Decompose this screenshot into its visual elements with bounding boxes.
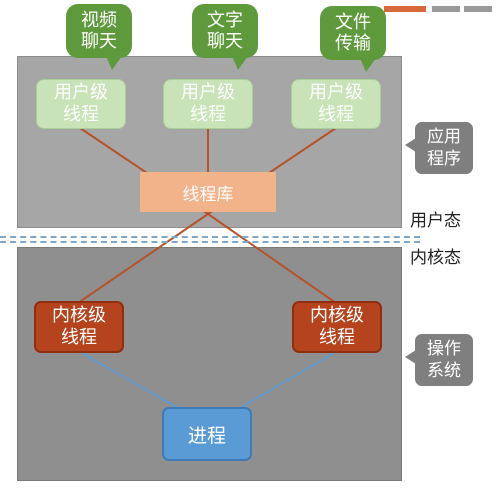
text-chat-bubble: 文字 聊天	[192, 4, 258, 70]
user-thread-1: 用户级 线程	[36, 79, 126, 129]
kernel-mode-label: 内核态	[410, 248, 461, 268]
video-chat-bubble: 视频 聊天	[66, 4, 132, 70]
bubble-tail	[360, 58, 376, 72]
application-program-label: 应用 程序	[427, 127, 461, 169]
user-thread-2: 用户级 线程	[163, 79, 253, 129]
kernel-thread-2-process-connector	[237, 351, 337, 410]
operating-system-label: 操作 系统	[427, 339, 461, 381]
library-to-kernel-thread-2-connector	[207, 213, 337, 304]
kernel-thread-1: 内核级 线程	[34, 301, 124, 353]
bubble-tail	[106, 56, 122, 70]
callout-pointer	[405, 350, 416, 364]
kernel-thread-2: 内核级 线程	[292, 301, 382, 353]
file-transfer-bubble: 文件 传输	[320, 6, 386, 72]
video-chat-bubble-text: 视频 聊天	[81, 10, 117, 52]
user-thread-1-label: 用户级 线程	[54, 82, 108, 125]
user-thread-2-label: 用户级 线程	[181, 82, 235, 125]
kernel-thread-1-label: 内核级 线程	[52, 305, 106, 348]
thread-library-label: 线程库	[182, 184, 234, 205]
top-accent-gray-2	[464, 6, 492, 12]
top-accent-orange	[384, 6, 426, 12]
bubble-tail	[232, 56, 248, 70]
user-thread-3-label: 用户级 线程	[309, 82, 363, 125]
process-box: 进程	[162, 407, 252, 461]
kernel-thread-2-label: 内核级 线程	[310, 305, 364, 348]
file-transfer-bubble-text: 文件 传输	[335, 12, 371, 54]
user-mode-label: 用户态	[410, 211, 461, 231]
text-chat-bubble-text: 文字 聊天	[207, 10, 243, 52]
mode-divider-line-1	[0, 236, 420, 238]
library-to-kernel-thread-1-connector	[77, 213, 209, 304]
application-program-box: 应用 程序	[405, 122, 473, 174]
kernel-thread-1-process-connector	[79, 351, 181, 410]
process-label: 进程	[187, 424, 226, 447]
operating-system-box: 操作 系统	[405, 334, 473, 386]
callout-pointer	[405, 138, 416, 152]
user-thread-3: 用户级 线程	[291, 79, 381, 129]
mode-divider-line-2	[0, 241, 420, 243]
top-accent-gray-1	[432, 6, 460, 12]
thread-library-box: 线程库	[140, 172, 276, 212]
